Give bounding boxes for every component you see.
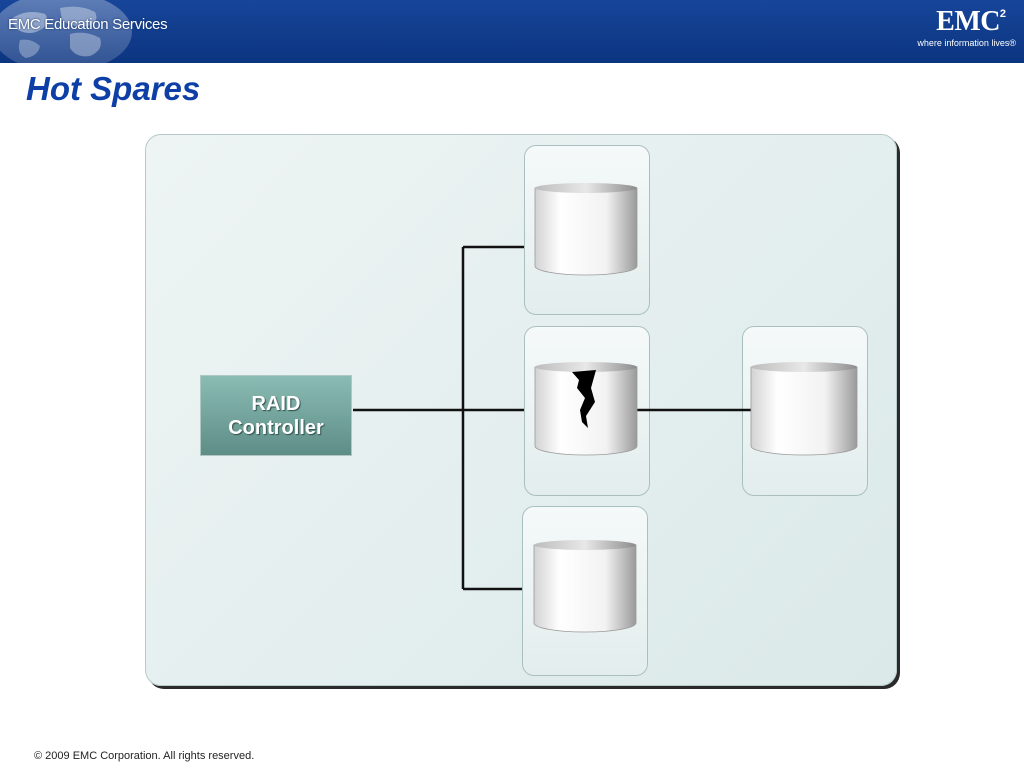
page-title: Hot Spares xyxy=(26,70,201,107)
raid-controller-label-line1: RAID xyxy=(251,392,301,415)
header-banner: EMC Education Services EMC 2 where infor… xyxy=(0,0,1024,63)
raid-controller-label-line2: Controller xyxy=(228,416,324,439)
emc-logo-text: EMC xyxy=(936,6,1000,37)
education-services-brand: EMC Education Services xyxy=(8,16,168,33)
globe-icon xyxy=(0,0,132,63)
raid-controller: RAID Controller xyxy=(200,375,352,456)
crack-icon xyxy=(572,370,596,428)
copyright-footer: © 2009 EMC Corporation. All rights reser… xyxy=(34,750,255,762)
emc-logo: EMC 2 where information lives® xyxy=(898,6,1016,56)
disk-cylinder-bottom xyxy=(533,540,637,633)
disk-cylinder-top xyxy=(534,183,638,276)
emc-logo-superscript: 2 xyxy=(999,8,1006,20)
hot-spare-cylinder xyxy=(750,362,858,456)
emc-logo-tagline: where information lives® xyxy=(917,38,1016,48)
